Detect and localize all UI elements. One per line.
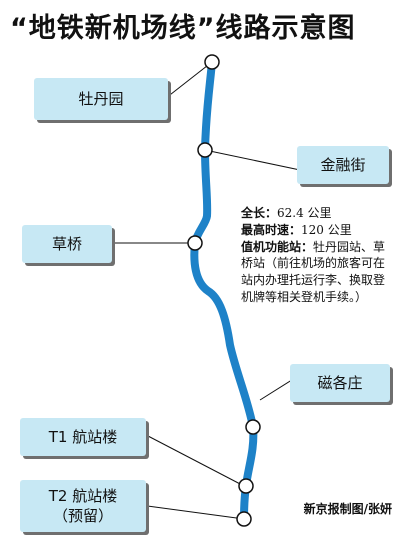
station-name-t2: T2 航站楼 — [48, 487, 118, 505]
page-title: “地铁新机场线”线路示意图 — [10, 13, 356, 44]
station-name-caoqiao: 草桥 — [51, 235, 82, 253]
station-caoqiao-marker — [187, 235, 203, 251]
station-label-cigezhuang: 磁各庄 — [290, 364, 390, 402]
station-t1-marker — [238, 478, 254, 494]
station-label-mudanyuan: 牡丹园 — [34, 78, 168, 120]
length-value: 62.4 公里 — [277, 206, 332, 220]
info-speed: 最高时速：120 公里 — [241, 222, 391, 239]
metro-line — [190, 58, 258, 523]
station-name-mudanyuan: 牡丹园 — [78, 90, 124, 108]
speed-value: 120 公里 — [301, 222, 352, 237]
connector-t2 — [139, 504, 245, 520]
station-cigezhuang-marker — [245, 419, 261, 435]
station-jinrongjie-marker — [197, 142, 213, 158]
station-label-t1: T1 航站楼 — [20, 418, 146, 456]
connector-jinrongjie — [204, 149, 301, 171]
info-checkin: 值机功能站：牡丹园站、草桥站（前往机场的旅客可在站内办理托运行李、换取登机牌等相… — [241, 239, 391, 306]
station-name-cigezhuang: 磁各庄 — [317, 374, 363, 392]
station-label-jinrongjie: 金融街 — [297, 146, 389, 184]
connector-cigezhuang — [259, 377, 296, 401]
credit-line: 新京报制图/张妍 — [303, 502, 392, 516]
station-label-caoqiao: 草桥 — [22, 225, 112, 263]
speed-label: 最高时速： — [241, 222, 302, 237]
station-t2-marker — [236, 511, 252, 527]
station-label-t2: T2 航站楼 （预留） — [20, 480, 146, 532]
station-note-t2: （预留） — [52, 507, 113, 525]
checkin-label: 值机功能站： — [241, 239, 314, 254]
route-info: 全长：62.4 公里 最高时速：120 公里 值机功能站：牡丹园站、草桥站（前往… — [241, 205, 391, 306]
station-name-t1: T1 航站楼 — [48, 428, 118, 446]
station-name-jinrongjie: 金融街 — [320, 156, 366, 174]
checkin-value: 牡丹园站、草桥站（前往机场的旅客可在站内办理托运行李、换取登机牌等相关登机手续。… — [241, 239, 386, 304]
length-label: 全长： — [241, 206, 278, 220]
station-mudanyuan-marker — [204, 54, 220, 70]
connector-t1 — [147, 435, 245, 487]
info-length: 全长：62.4 公里 — [241, 205, 391, 222]
connector-mudanyuan — [165, 61, 213, 99]
